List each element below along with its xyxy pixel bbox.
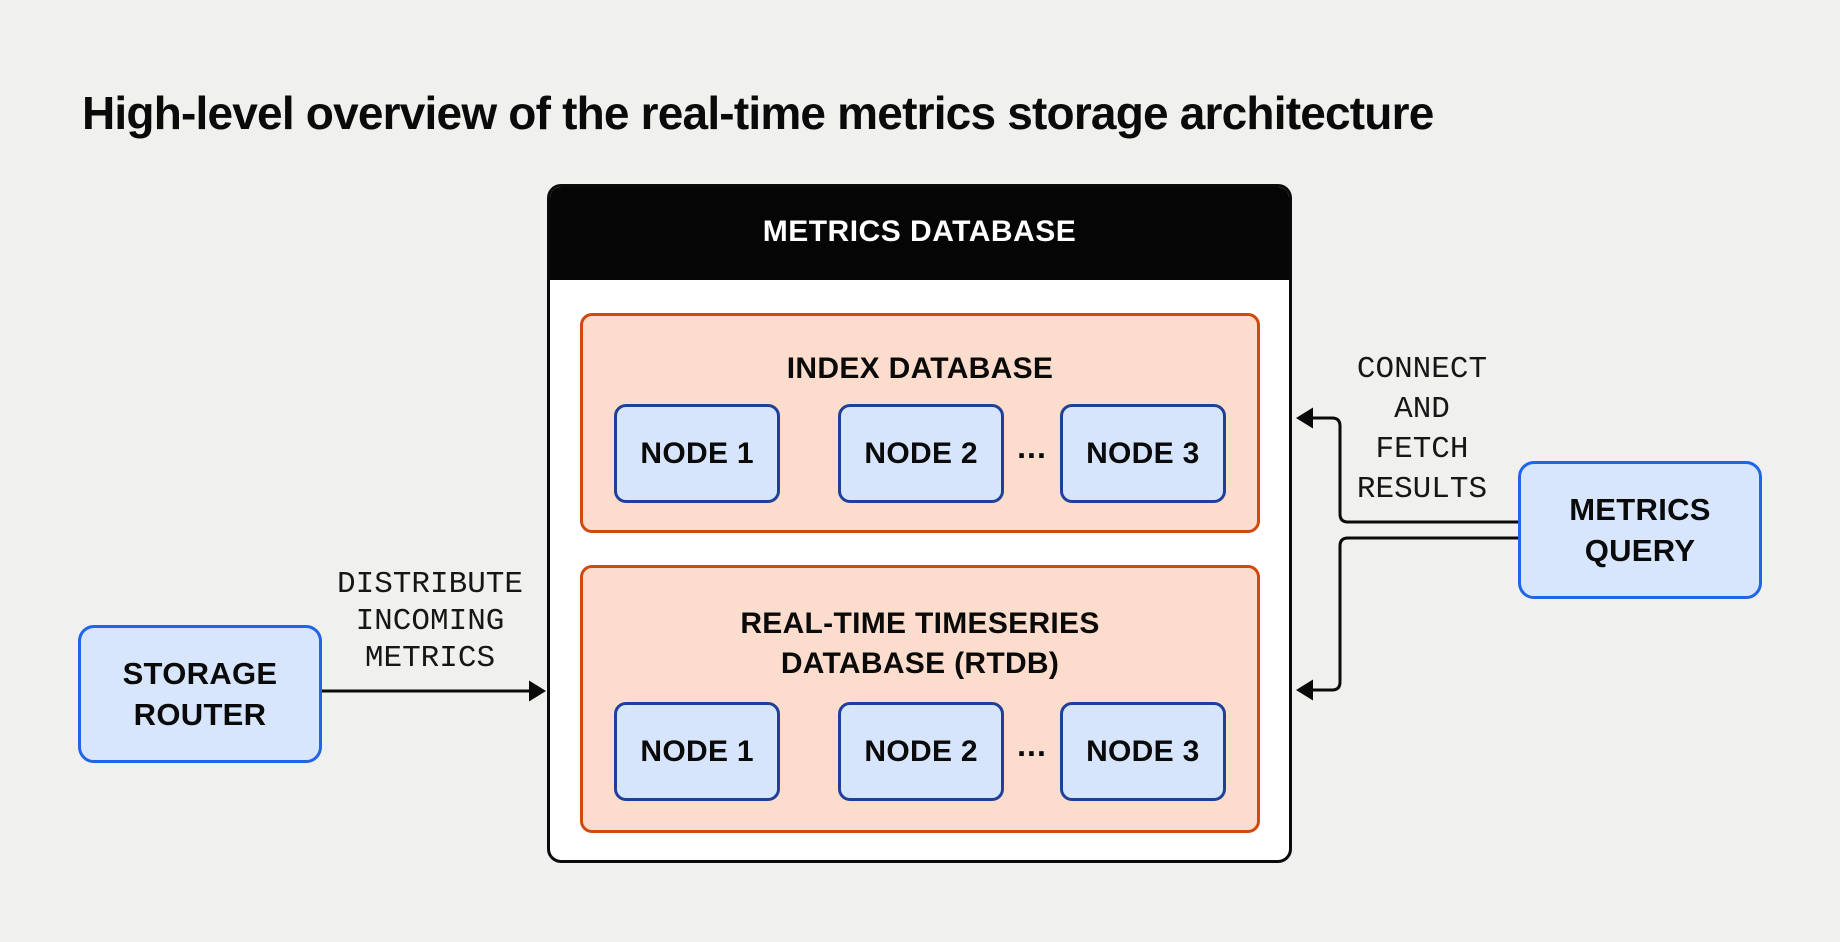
index-nodes-ellipsis: ... [1017,429,1047,465]
metrics-query-box: METRICS QUERY [1518,461,1762,599]
index-node-3: NODE 3 [1059,404,1226,503]
distribute-label-line-1: DISTRIBUTE [336,567,524,602]
storage-router-box: STORAGE ROUTER [78,625,322,763]
rtdb-nodes-ellipsis: ... [1017,727,1047,763]
rtdb-title-line-2: DATABASE (RTDB) [780,647,1060,680]
rtdb-node-3: NODE 3 [1059,702,1226,801]
rtdb-title: REAL-TIME TIMESERIES DATABASE (RTDB) [583,568,1257,684]
distribute-incoming-metrics-label: DISTRIBUTE INCOMING METRICS [280,566,580,677]
connect-label-line-3: FETCH [1375,432,1469,467]
index-node-1: NODE 1 [614,404,781,503]
rtdb-section: REAL-TIME TIMESERIES DATABASE (RTDB) NOD… [580,565,1260,833]
connect-label-line-2: AND [1394,392,1450,427]
index-node-2: NODE 2 [838,404,1005,503]
metrics-query-label-line-2: QUERY [1584,533,1696,568]
index-database-title-line: INDEX DATABASE [786,352,1054,385]
distribute-label-line-3: METRICS [364,641,496,676]
page-title: High-level overview of the real-time met… [82,87,1434,139]
metrics-database-container: METRICS DATABASE INDEX DATABASE NODE 1 N… [547,184,1292,863]
distribute-label-line-2: INCOMING [355,604,505,639]
index-database-title: INDEX DATABASE [583,316,1257,389]
storage-router-label-line-1: STORAGE [122,656,278,691]
connect-and-fetch-results-label: CONNECT AND FETCH RESULTS [1297,350,1547,510]
connect-label-line-1: CONNECT [1356,352,1488,387]
rtdb-node-2: NODE 2 [838,702,1005,801]
metrics-database-title: METRICS DATABASE [762,215,1077,248]
rtdb-node-row: NODE 1 NODE 2 ... NODE 3 [583,702,1257,801]
connect-label-line-4: RESULTS [1356,472,1488,507]
arrow-distribute-incoming-metrics [322,680,546,702]
index-database-node-row: NODE 1 NODE 2 ... NODE 3 [583,404,1257,503]
rtdb-title-line-1: REAL-TIME TIMESERIES [740,607,1100,640]
storage-router-label-line-2: ROUTER [133,697,267,732]
arrow-query-to-rtdb [1296,536,1518,701]
metrics-database-header: METRICS DATABASE [550,187,1289,280]
rtdb-node-1: NODE 1 [614,702,781,801]
metrics-query-label-line-1: METRICS [1569,492,1711,527]
index-database-section: INDEX DATABASE NODE 1 NODE 2 ... NODE 3 [580,313,1260,533]
